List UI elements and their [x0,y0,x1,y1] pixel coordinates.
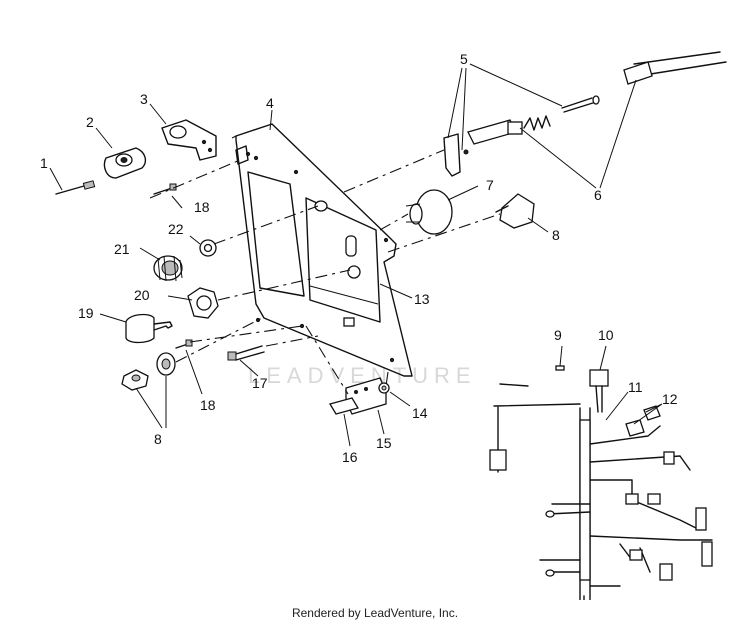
callout-5: 5 [460,51,468,67]
screw-18-lower[interactable] [175,339,193,349]
exploded-parts-diagram: LEADVENTURE [40,51,727,600]
nut-14[interactable] [378,382,390,394]
screw-18-upper[interactable] [153,183,177,195]
indicator-light[interactable] [103,147,147,179]
callout-4: 4 [266,95,274,111]
callout-13: 13 [414,291,430,307]
hex-nut-20[interactable] [187,287,219,319]
callout-19: 19 [78,305,94,321]
callout-10: 10 [598,327,614,343]
light-bracket[interactable] [161,119,217,161]
spring[interactable] [523,115,551,131]
callout-18-upper: 18 [194,199,210,215]
callout-20: 20 [134,287,150,303]
callout-6: 6 [594,187,602,203]
knob-7[interactable] [405,189,453,235]
control-bracket[interactable] [443,133,469,177]
footer-credit: Rendered by LeadVenture, Inc. [291,606,459,620]
toggle-switch-8[interactable] [495,193,535,229]
callout-7: 7 [486,177,494,193]
callout-1: 1 [40,155,48,171]
callout-8-lower: 8 [154,431,162,447]
control-pin[interactable] [561,95,600,113]
switch-plunger[interactable] [467,119,523,145]
callout-22: 22 [168,221,184,237]
callout-21: 21 [114,241,130,257]
callout-11: 11 [628,379,643,395]
plate-16[interactable] [329,397,359,415]
callout-8-upper: 8 [552,227,560,243]
knurled-nut-21[interactable] [153,255,183,282]
bolt-17[interactable] [227,345,265,361]
callout-15: 15 [376,435,392,451]
dash-panel[interactable] [231,123,413,377]
callout-3: 3 [140,91,148,107]
toggle-switch-lower[interactable] [121,352,176,391]
callout-18-lower: 18 [200,397,216,413]
callout-17: 17 [252,375,268,391]
ignition-key[interactable] [125,313,173,344]
callout-14: 14 [412,405,428,421]
callout-2: 2 [86,114,94,130]
callout-16: 16 [342,449,358,465]
cable-housing[interactable] [623,51,727,85]
wiring-harness[interactable] [489,365,713,600]
callout-9: 9 [554,327,562,343]
wire-lead[interactable] [55,180,96,195]
callout-12: 12 [662,391,678,407]
lock-washer-22[interactable] [199,239,217,257]
